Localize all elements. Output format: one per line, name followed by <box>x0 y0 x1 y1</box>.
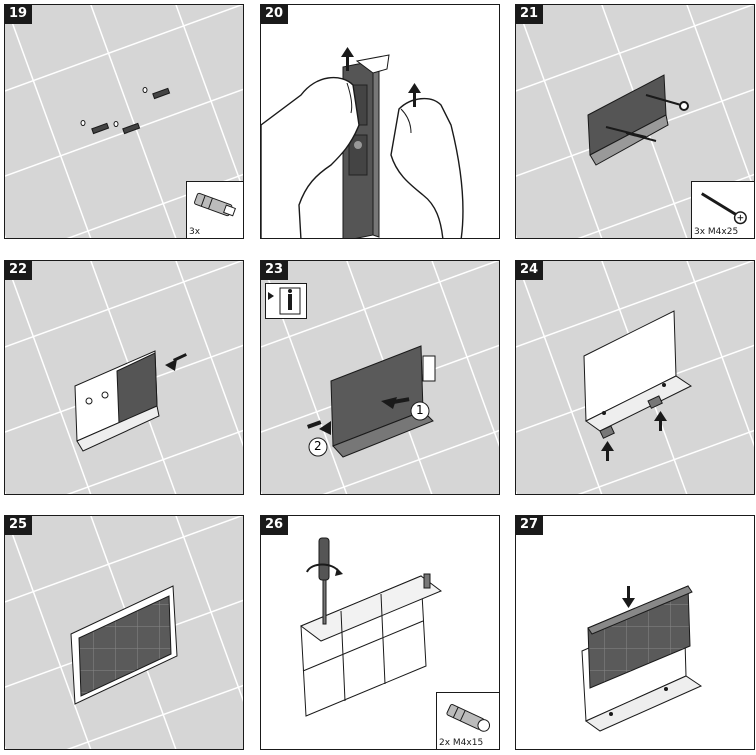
parts-inset: 2x M4x15 <box>436 692 499 749</box>
finished-panel <box>70 585 178 705</box>
step-number: 20 <box>261 5 289 24</box>
screw-icon <box>605 94 689 142</box>
step-number: 27 <box>516 516 544 535</box>
info-icon <box>265 283 307 319</box>
final-assembly <box>581 585 703 732</box>
inset-label: 2x M4x15 <box>439 738 484 748</box>
clip-parts <box>599 395 663 439</box>
callout-2: 2 <box>314 439 322 453</box>
step-number: 22 <box>5 261 33 280</box>
wall-plug-icon <box>194 192 236 217</box>
step-panel-23: 23 1 2 <box>260 260 500 495</box>
step-panel-19: 19 3x <box>4 4 244 239</box>
arrow-icon <box>601 411 667 461</box>
panel-assembly <box>300 537 442 717</box>
panel-base <box>330 345 436 458</box>
tiled-wall <box>5 261 243 494</box>
arrow-icon <box>341 47 421 107</box>
panel-box <box>300 573 442 717</box>
right-hand <box>390 98 464 238</box>
step-panel-26: 26 2x M4x15 <box>260 515 500 750</box>
finished-panel <box>587 585 693 689</box>
screw-icon <box>701 192 747 225</box>
arrow-icon <box>307 397 410 435</box>
step-panel-22: 22 <box>4 260 244 495</box>
step-panel-27: 27 <box>515 515 755 750</box>
wall-plug-icon <box>80 87 171 135</box>
arrow-icon <box>622 586 635 608</box>
parts-inset: 3x <box>186 181 243 238</box>
screwdriver-icon <box>306 537 343 625</box>
callout-1: 1 <box>416 403 424 417</box>
step-number: 25 <box>5 516 33 535</box>
tiled-wall <box>5 516 243 749</box>
step-number: 19 <box>5 5 33 24</box>
arrow-icon <box>165 353 187 371</box>
panel-frame <box>583 310 692 432</box>
tiled-wall <box>516 261 754 494</box>
step-number: 26 <box>261 516 289 535</box>
left-hand <box>261 76 360 238</box>
inset-label: 3x M4x25 <box>694 227 739 237</box>
step-number: 24 <box>516 261 544 280</box>
step-panel-20: 20 <box>260 4 500 239</box>
mounting-bracket <box>74 350 160 452</box>
step-panel-21: 21 3x M4x25 <box>515 4 755 239</box>
wall-plug-icon <box>446 704 491 732</box>
step-number: 21 <box>516 5 544 24</box>
step-panel-25: 25 <box>4 515 244 750</box>
parts-inset: 3x M4x25 <box>691 181 754 238</box>
step-number: 23 <box>261 261 289 280</box>
step-panel-24: 24 <box>515 260 755 495</box>
inset-label: 3x <box>189 227 201 237</box>
hands-bending-bracket <box>261 47 464 238</box>
